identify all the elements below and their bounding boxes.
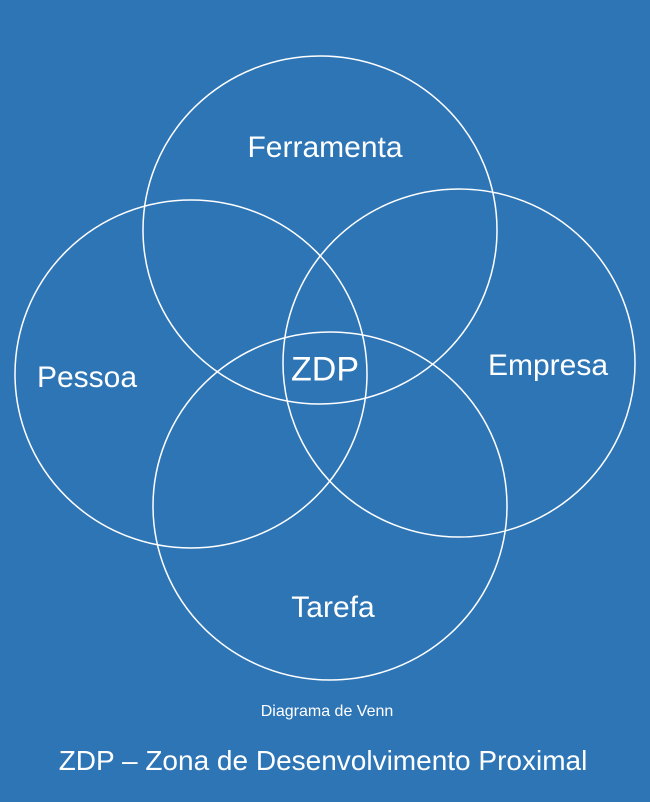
set-label-pessoa: Pessoa [36, 361, 138, 394]
center-label-zdp: ZDP [291, 350, 359, 389]
set-empresa-circle [282, 188, 636, 538]
set-label-tarefa: Tarefa [291, 591, 375, 624]
set-label-ferramenta: Ferramenta [247, 131, 403, 164]
set-pessoa-circle [14, 199, 368, 549]
set-tarefa-circle [152, 331, 508, 681]
diagram-caption: Diagrama de Venn [260, 703, 394, 720]
set-ferramenta-circle [142, 55, 498, 405]
diagram-title: ZDP – Zona de Desenvolvimento Proximal [58, 745, 588, 776]
set-label-empresa: Empresa [487, 349, 609, 382]
